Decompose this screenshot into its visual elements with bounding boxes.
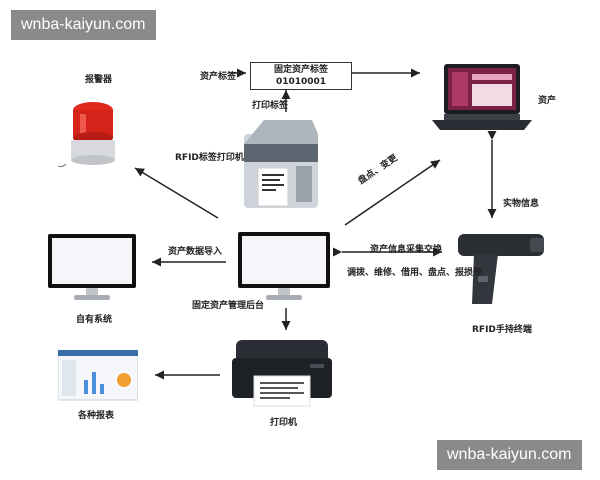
laptop-icon <box>430 62 534 134</box>
physical-info-label: 实物信息 <box>503 199 540 209</box>
info-exchange-label: 资产信息采集交换 <box>370 245 443 255</box>
watermark-top: wnba-kaiyun.com <box>11 10 156 40</box>
rfid-handheld-icon <box>452 228 548 308</box>
printer-icon <box>230 336 334 408</box>
alarm-label: 报警器 <box>85 75 113 85</box>
data-import-label: 资产数据导入 <box>168 247 223 257</box>
asset-tag-title: 固定资产标签 <box>273 65 328 75</box>
rfid-printer-icon <box>234 114 328 214</box>
operations-label: 调拨、维修、借用、盘点、报损等 <box>347 268 483 278</box>
asset-tag-box: 固定资产标签 01010001 <box>250 62 352 90</box>
asset-tag-code: 01010001 <box>275 77 327 87</box>
alarm-icon <box>57 92 128 172</box>
rfid-handheld-label: RFID手持终端 <box>472 325 532 335</box>
backend-label: 固定资产管理后台 <box>192 301 265 311</box>
rfid-printer-label: RFID标签打印机 <box>175 153 244 163</box>
reports-label: 各种报表 <box>78 411 115 421</box>
backend-monitor-icon <box>238 232 330 302</box>
own-system-monitor-icon <box>48 234 136 302</box>
printer-label: 打印机 <box>270 418 298 428</box>
print-tag-label: 打印标签 <box>252 101 289 111</box>
reports-icon <box>57 349 139 404</box>
watermark-bottom: wnba-kaiyun.com <box>437 440 582 470</box>
own-system-label: 自有系统 <box>76 315 113 325</box>
asset-tag-label: 资产标签 <box>200 72 237 82</box>
asset-label: 资产 <box>538 96 557 106</box>
arrow-backend-to-asset <box>344 159 441 226</box>
arrow-printer-to-alarm <box>134 167 219 219</box>
